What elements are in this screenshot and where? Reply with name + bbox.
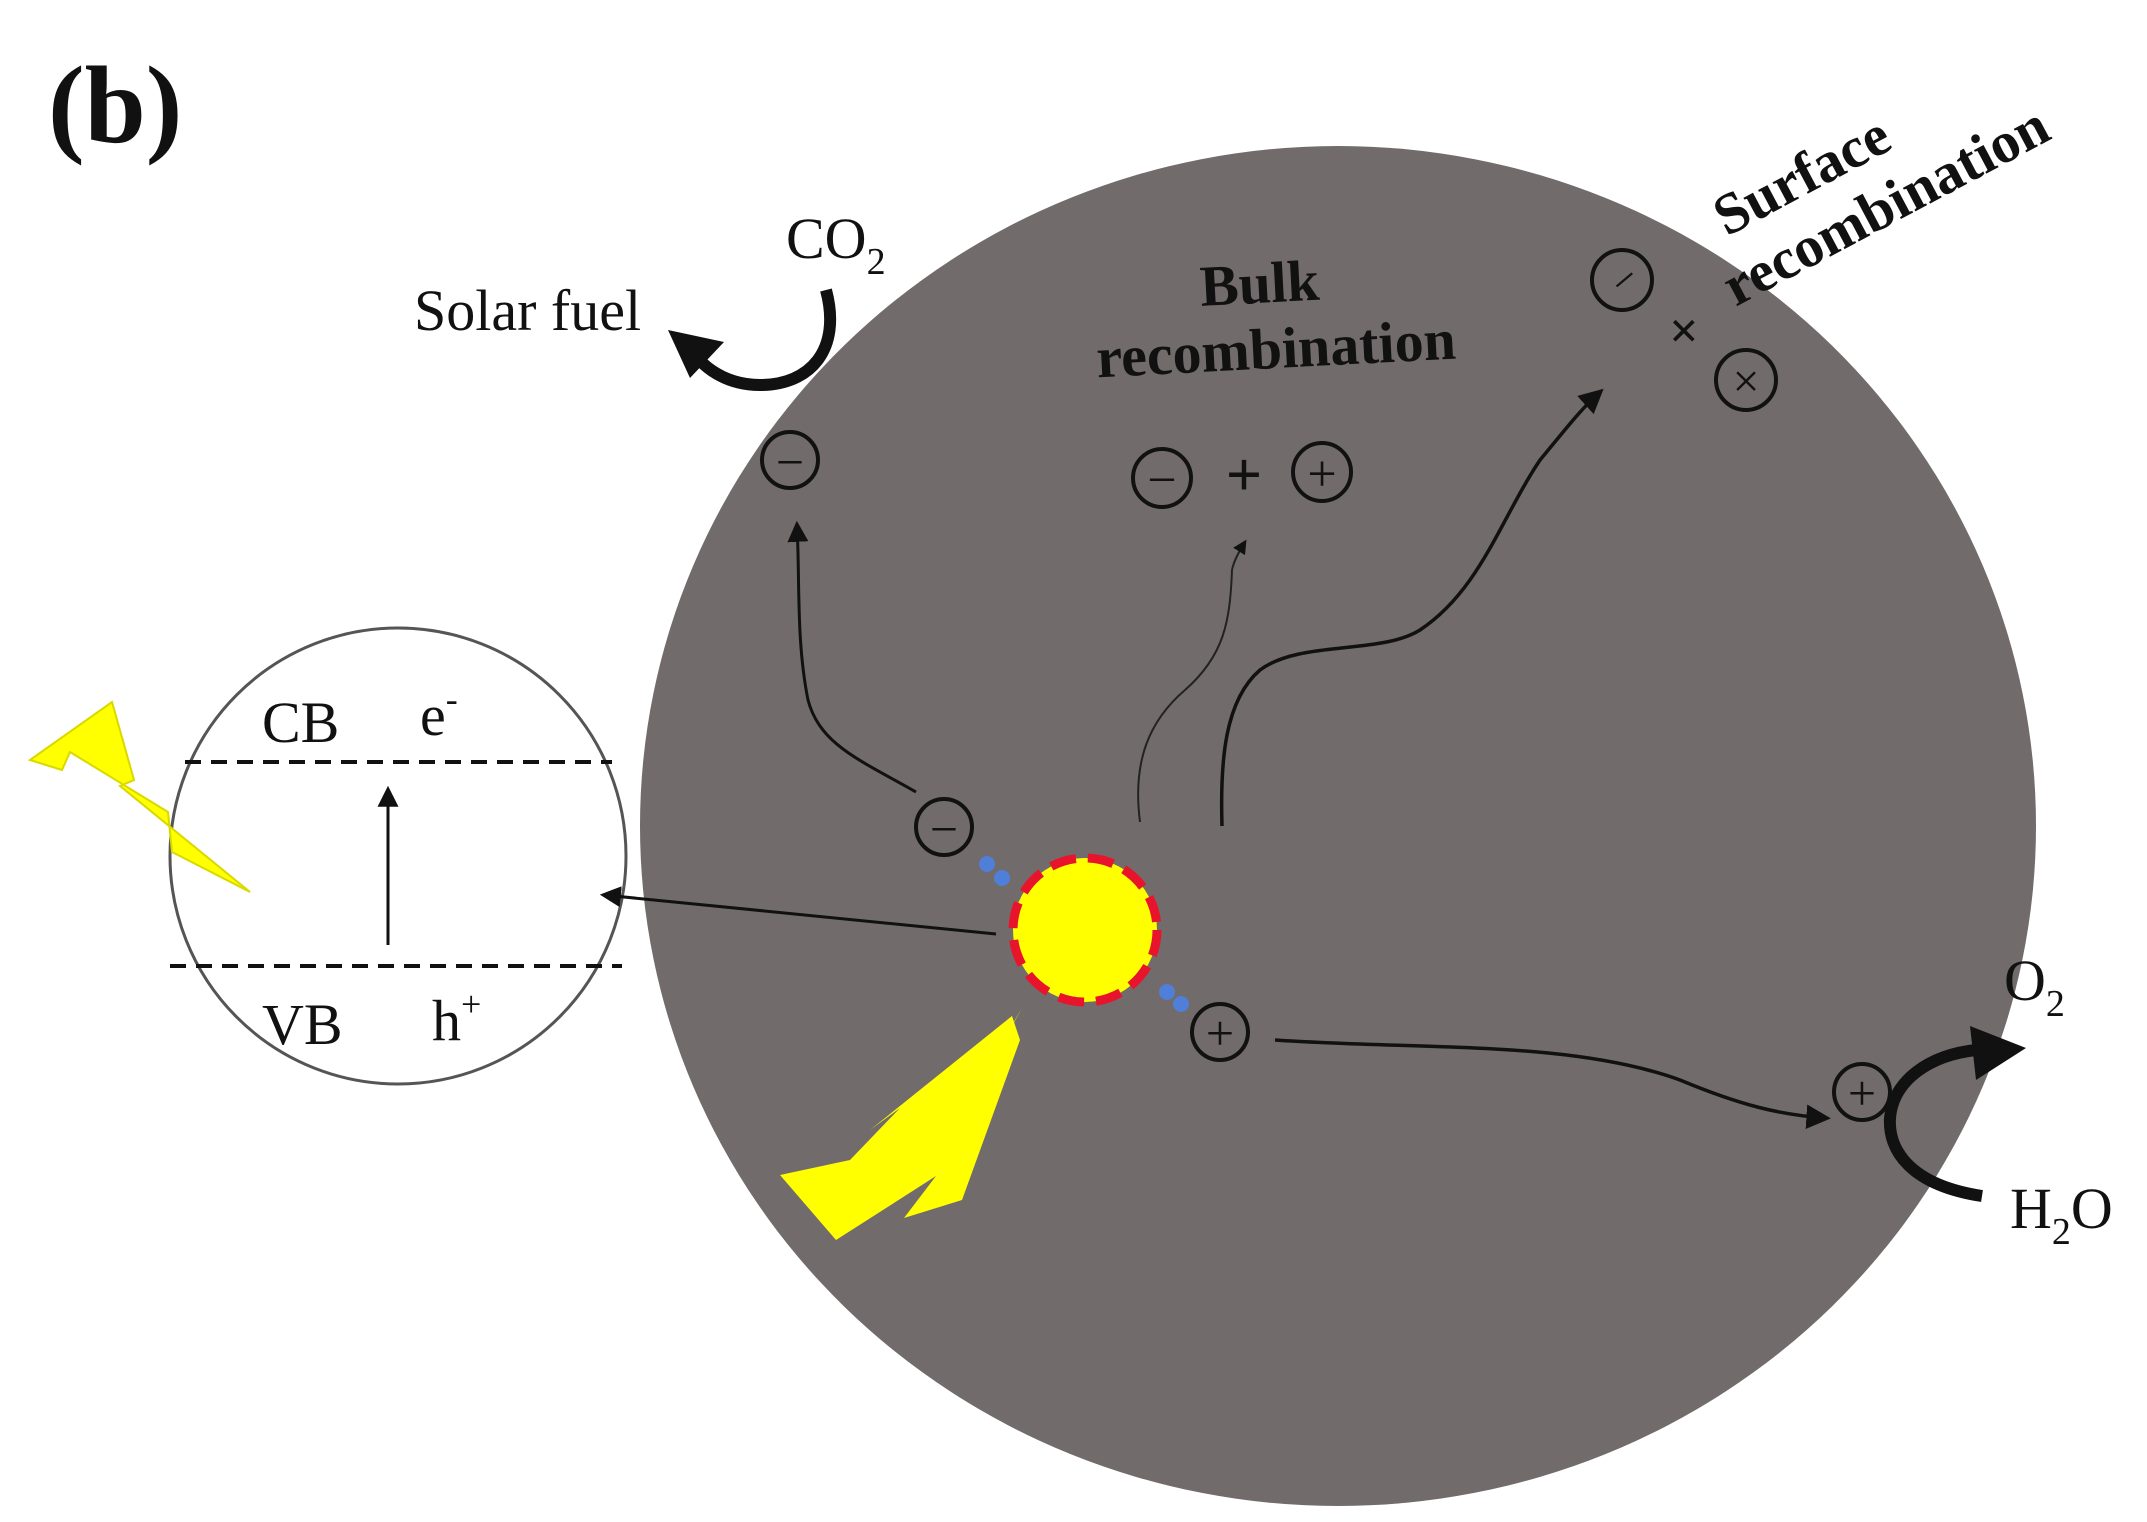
bulk-label-line1: Bulk — [1198, 248, 1321, 319]
band-diagram-inset: CB e- VB h+ — [168, 626, 628, 1086]
times-operator: × — [1669, 303, 1699, 360]
excitation-center — [979, 853, 1189, 1012]
electron-label: e- — [420, 679, 458, 748]
light-bolt-inset — [27, 700, 251, 893]
hole-carrier-surface: + — [1832, 1062, 1892, 1122]
plus-symbol: + — [1206, 1005, 1234, 1061]
vb-label: VB — [262, 992, 343, 1057]
surface-recombination-path — [1219, 388, 1604, 827]
connector-dot — [1159, 984, 1175, 1000]
connector-dot — [994, 870, 1010, 886]
light-bolt-main — [780, 1016, 1020, 1240]
oxidation-arrowhead — [1970, 1026, 2026, 1080]
bulk-recombination-pair: − + + — [1131, 439, 1353, 510]
hole-migration-path — [1274, 1038, 1831, 1129]
o2-label: O2 — [2004, 948, 2065, 1025]
electron-carrier-surface: − — [760, 430, 820, 490]
connector-dot — [979, 856, 995, 872]
plus-operator: + — [1226, 439, 1262, 510]
co2-label: CO2 — [786, 206, 886, 283]
hole-carrier-center: + — [1190, 1002, 1250, 1062]
surface-recombination-label: Surface recombination — [1702, 92, 2059, 318]
reduction-arrowhead — [668, 330, 724, 378]
connector-dot — [1173, 996, 1189, 1012]
cb-label: CB — [262, 690, 339, 755]
hole-label: h+ — [432, 984, 481, 1053]
inset-circle — [168, 626, 628, 1086]
excited-center-circle — [1008, 853, 1162, 1007]
solar-fuel-label: Solar fuel — [414, 278, 641, 343]
times-symbol: × — [1732, 355, 1759, 408]
minus-symbol: − — [1147, 452, 1176, 509]
panel-label: (b) — [48, 44, 182, 166]
reduction-curved-arrow — [684, 288, 837, 392]
plus-symbol: + — [1848, 1065, 1876, 1121]
electron-migration-path — [787, 520, 917, 794]
plus-symbol: + — [1307, 446, 1336, 503]
bulk-recombination-path — [1137, 539, 1247, 823]
semiconductor-particle — [640, 146, 2036, 1506]
zoom-arrow — [599, 886, 997, 936]
h2o-label: H2O — [2010, 1176, 2113, 1253]
minus-symbol: − — [776, 434, 804, 490]
oxidation-curved-arrow — [1883, 1044, 1983, 1202]
electron-carrier-center: − — [914, 797, 974, 857]
minus-symbol: − — [930, 801, 958, 857]
